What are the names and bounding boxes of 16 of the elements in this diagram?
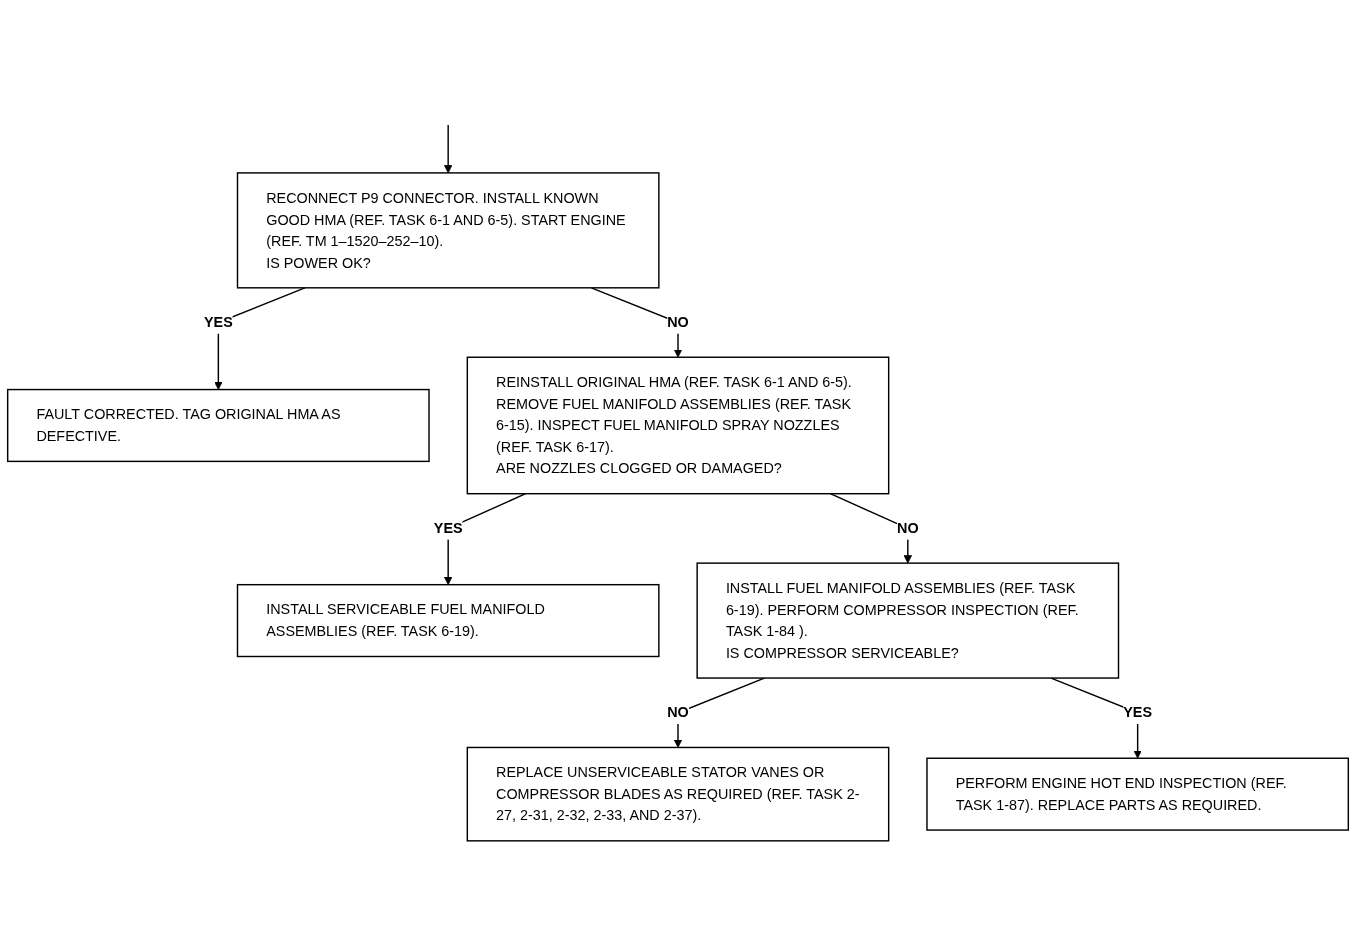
edge-label: NO (897, 519, 919, 536)
node-box: INSTALL FUEL MANIFOLD ASSEMBLIES (REF. TASK 6-19). PERFORM COMPRESSOR INSPECTION (REF. TASK 1-84 ). IS COMPRESSOR SERVICEABLE? (696, 562, 1120, 679)
node-box: RECONNECT P9 CONNECTOR. INSTALL KNOWN GOOD HMA (REF. TASK 6-1 AND 6-5). START ENGINE (REF. TM 1–1520–252–10). IS POWER OK? (236, 171, 660, 289)
arrow (673, 677, 766, 748)
node-box: FAULT CORRECTED. TAG ORIGINAL HMA AS DEFECTIVE. (6, 388, 430, 462)
edge-label: NO (667, 313, 689, 330)
node-box: INSTALL SERVICEABLE FUEL MANIFOLD ASSEMBLIES (REF. TASK 6-19). (236, 583, 660, 657)
edge-label: NO (667, 703, 689, 720)
edge-label: YES (1123, 703, 1153, 720)
node-box: PERFORM ENGINE HOT END INSPECTION (REF. TASK 1-87). REPLACE PARTS AS REQUIRED. (926, 757, 1350, 831)
edge-label: YES (433, 519, 463, 536)
node-box: REPLACE UNSERVICEABLE STATOR VANES OR COMPRESSOR BLADES AS REQUIRED (REF. TASK 2-27, 2-31, 2-32, 2-33, AND 2-37). (466, 746, 890, 842)
node-box: REINSTALL ORIGINAL HMA (REF. TASK 6-1 AND 6-5). REMOVE FUEL MANIFOLD ASSEMBLIES (REF. TASK 6-15). INSPECT FUEL MANIFOLD SPRAY NOZZLES (REF. TASK 6-17). ARE NOZZLES CLOGGED OR DAMAGED? (466, 356, 890, 495)
arrow (829, 492, 913, 564)
edge-label: YES (203, 313, 233, 330)
arrow (443, 124, 453, 174)
